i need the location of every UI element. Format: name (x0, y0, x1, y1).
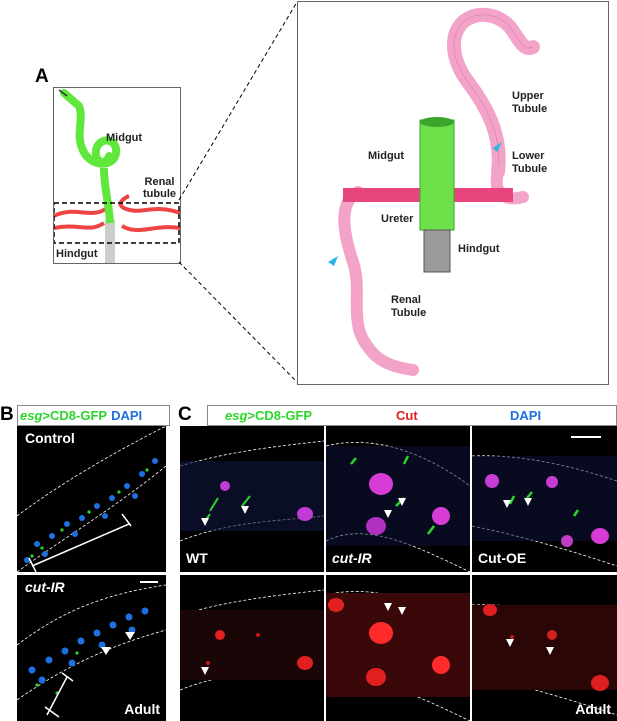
panel-a-small-schematic: Midgut Renal tubule Hindgut (53, 87, 181, 264)
panel-b-letter: B (0, 404, 14, 425)
label-renal-tubule-large: Renal Tubule (391, 294, 427, 319)
panel-c-cut-ir-cut (326, 575, 470, 721)
label-cut-oe: Cut-OE (478, 550, 527, 566)
legend-esg: esg (20, 408, 43, 423)
label-adult-c: Adult (575, 701, 611, 717)
label-cut-ir-c: cut-IR (332, 550, 372, 566)
panel-c-wt-merged: WT (180, 426, 324, 572)
tubule-3d-schematic-svg (328, 7, 540, 376)
gut-schematic-svg (53, 89, 181, 263)
scale-bar-b (140, 581, 158, 583)
panel-a-letter: A (35, 66, 49, 87)
legend-c-cd8-gfp: >CD8-GFP (247, 408, 313, 423)
zoom-connector-lines (178, 1, 298, 383)
scale-bar-c (571, 436, 601, 438)
label-hindgut-large: Hindgut (458, 243, 500, 255)
label-hindgut-small: Hindgut (56, 248, 98, 260)
panel-c-cut-ir-merged: cut-IR (326, 426, 470, 572)
panel-c-legend: esg>CD8-GFP Cut DAPI (207, 405, 617, 426)
panel-a-large-schematic: Upper Tubule Lower Tubule Midgut Ureter … (297, 1, 609, 385)
label-adult-b: Adult (124, 701, 160, 717)
legend-c-cut: Cut (396, 408, 418, 423)
label-renal-tubule-small: Renal tubule (143, 176, 176, 200)
label-midgut-small: Midgut (106, 132, 143, 144)
label-cut-ir-b: cut-IR (25, 579, 65, 595)
panel-c-letter: C (178, 404, 192, 425)
panel-b-cut-ir-image: cut-IR Adult (17, 575, 166, 721)
panel-c-cut-oe-merged: Cut-OE (472, 426, 617, 572)
label-lower-tubule: Lower Tubule (512, 150, 548, 175)
label-control: Control (25, 430, 75, 446)
legend-cd8-gfp: >CD8-GFP (42, 408, 108, 423)
panel-c-cut-oe-cut: Adult (472, 575, 617, 721)
legend-c-esg: esg (225, 408, 248, 423)
legend-dapi: DAPI (111, 408, 143, 423)
label-wt: WT (186, 550, 208, 566)
label-upper-tubule: Upper Tubule (512, 90, 548, 115)
panel-c-wt-cut (180, 575, 324, 721)
legend-c-dapi: DAPI (510, 408, 542, 423)
panel-b-control-image: Control (17, 426, 166, 572)
label-ureter: Ureter (381, 213, 414, 225)
label-midgut-large: Midgut (368, 150, 405, 162)
